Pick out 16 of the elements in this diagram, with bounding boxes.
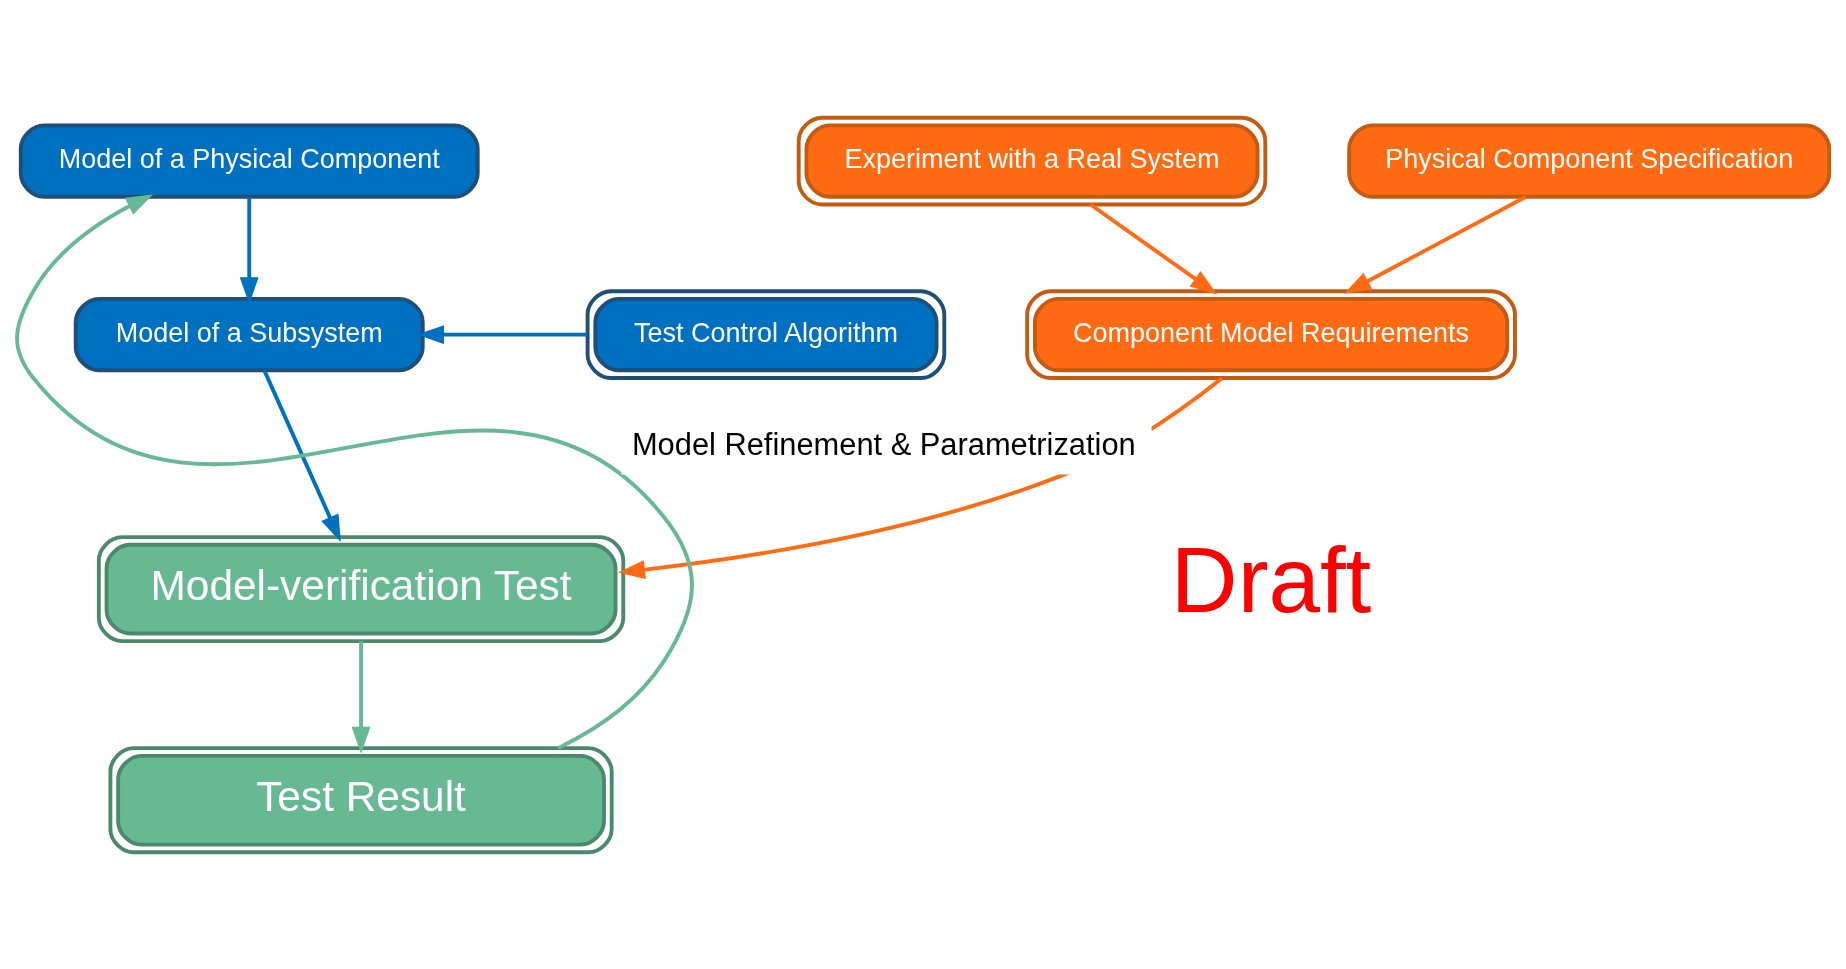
arrow (1089, 202, 1218, 294)
arrow (239, 196, 259, 304)
node-box: Test Control Algorithm (585, 288, 947, 380)
arrow (1344, 194, 1527, 294)
arrow (262, 369, 341, 542)
arrow (15, 193, 694, 750)
node-box: Component Model Requirements (1025, 288, 1517, 380)
node-box: Physical Component Specification (1347, 123, 1832, 199)
node-box: Model of a Subsystem (73, 296, 425, 372)
label: Draft (1170, 527, 1372, 632)
edge-label: Model Refinement & Parametrization (631, 426, 1136, 462)
node-box: Model of a Physical Component (18, 123, 480, 199)
node-box: Experiment with a Real System (796, 115, 1268, 206)
node-box: Test Result (108, 745, 614, 854)
node-box: Model-verification Test (96, 534, 626, 643)
arrow (351, 640, 371, 754)
